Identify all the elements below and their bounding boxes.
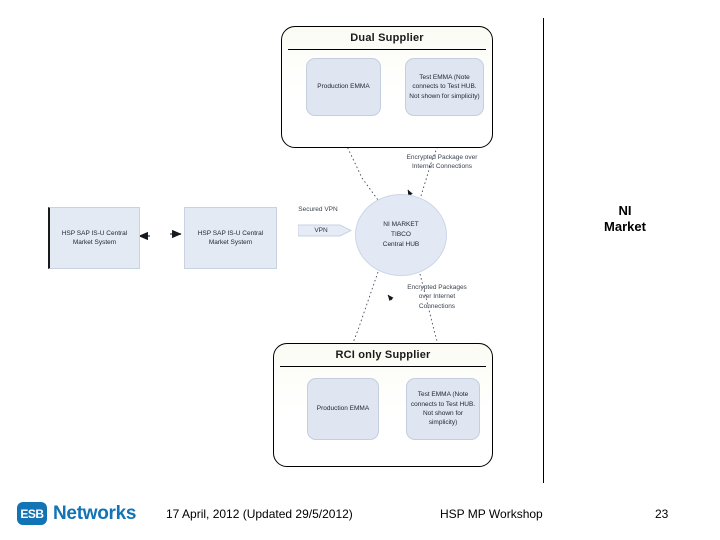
secured-vpn-annotation: Secured VPN — [298, 206, 338, 213]
esb-logo-text: ESB — [20, 506, 44, 521]
node-label: Production EMMA — [317, 83, 370, 91]
encrypted-bottom-annotation: Encrypted Packages over Internet Connect… — [407, 284, 467, 310]
esb-logo-icon: ESB — [17, 502, 47, 525]
node-dual-test-emma[interactable]: Test EMMA (Note connects to Test HUB. No… — [405, 58, 484, 116]
ni-market-label: NI Market — [570, 203, 680, 236]
esb-networks-logo: ESB Networks — [17, 502, 136, 525]
group-title-dual-supplier: Dual Supplier — [350, 32, 424, 44]
footer-page-number: 23 — [655, 507, 669, 521]
vpn-chevron-icon — [298, 224, 352, 237]
node-hsp-sap-isu-central-market-system-2[interactable]: HSP SAP IS-U Central Market System — [184, 207, 277, 269]
group-title-rci-only-supplier: RCI only Supplier — [335, 349, 431, 361]
node-rci-production-emma[interactable]: Production EMMA — [307, 378, 379, 440]
ni-market-label-line-2: Market — [604, 219, 646, 235]
hub-label-line-1: NI MARKET — [383, 221, 419, 229]
node-ni-market-tibco-central-hub[interactable]: NI MARKET TIBCO Central HUB — [355, 194, 447, 276]
networks-wordmark: Networks — [53, 502, 137, 524]
node-rci-test-emma[interactable]: Test EMMA (Note connects to Test HUB. No… — [406, 378, 480, 440]
group-divider — [280, 366, 486, 367]
node-label: Test EMMA (Note connects to Test HUB. No… — [409, 73, 480, 100]
vertical-divider — [543, 18, 544, 483]
node-hsp-sap-isu-central-market-system-1[interactable]: HSP SAP IS-U Central Market System — [48, 207, 140, 269]
footer-date: 17 April, 2012 (Updated 29/5/2012) — [166, 507, 353, 521]
node-label: HSP SAP IS-U Central Market System — [197, 229, 264, 246]
arrow-encrypted-bottom — [387, 294, 394, 301]
arrows-between-sap-systems — [138, 229, 182, 241]
node-dual-production-emma[interactable]: Production EMMA — [306, 58, 381, 116]
node-label: HSP SAP IS-U Central Market System — [61, 229, 128, 246]
architecture-diagram: Dual Supplier Production EMMA Test EMMA … — [48, 18, 680, 483]
ni-market-label-line-1: NI — [618, 203, 632, 218]
vpn-connector-shape[interactable]: VPN — [298, 222, 352, 239]
footer-title: HSP MP Workshop — [440, 507, 543, 521]
encrypted-top-annotation: Encrypted Package over Internet Connecti… — [406, 154, 478, 171]
hub-label-line-2: TIBCO — [391, 231, 411, 239]
node-label: Production EMMA — [316, 405, 370, 413]
slide-footer: ESB Networks 17 April, 2012 (Updated 29/… — [0, 495, 720, 540]
node-label: Test EMMA (Note connects to Test HUB. No… — [410, 391, 476, 427]
vpn-label: VPN — [314, 227, 328, 234]
hub-label-line-3: Central HUB — [382, 240, 420, 248]
hub-label-block: NI MARKET TIBCO Central HUB — [383, 220, 419, 249]
group-divider — [288, 49, 486, 50]
